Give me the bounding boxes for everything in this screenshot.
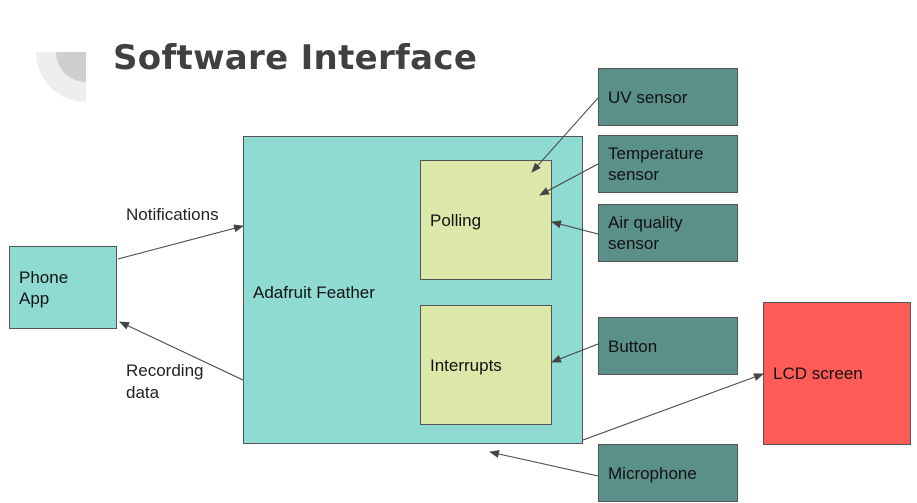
air-quality-sensor-label-line2: sensor [608,234,660,253]
uv-to-polling-arrow [531,97,599,173]
notifications-label: Notifications [126,205,219,224]
polling-box: Polling [420,160,552,280]
feather-to-lcd-arrow [582,373,764,441]
adafruit-feather-label: Adafruit Feather [253,283,375,302]
recording-data-arrow [119,321,244,381]
microphone-to-feather-arrow [489,450,599,477]
button-box: Button [598,317,738,375]
polling-label: Polling [430,210,482,230]
recording-data-label: Recording data [126,360,204,404]
button-label: Button [608,336,658,356]
uv-sensor-box: UV sensor [598,68,738,126]
corner-decoration [36,52,86,102]
uv-sensor-label: UV sensor [608,87,688,107]
slide-title: Software Interface [113,38,478,78]
recording-data-label-line1: Recording [126,361,204,380]
temperature-sensor-label-line1: Temperature [608,144,704,163]
button-to-interrupts-arrow [551,343,599,363]
lcd-screen-box: LCD screen [763,302,911,445]
temperature-to-polling-arrow [539,163,599,196]
notifications-arrow [117,224,244,260]
interrupts-box: Interrupts [420,305,552,425]
phone-app-label: Phone App [19,268,69,308]
phone-app-box: Phone App [9,246,117,329]
interrupts-label: Interrupts [430,355,502,375]
temperature-sensor-box: Temperature sensor [598,135,738,193]
temperature-sensor-label-line2: sensor [608,165,660,184]
air-quality-sensor-box: Air quality sensor [598,204,738,262]
air-quality-to-polling-arrow [551,220,599,235]
recording-data-label-line2: data [126,383,160,402]
lcd-screen-label: LCD screen [773,364,863,383]
air-quality-sensor-label-line1: Air quality [608,213,683,232]
microphone-label: Microphone [608,463,697,483]
microphone-box: Microphone [598,444,738,502]
